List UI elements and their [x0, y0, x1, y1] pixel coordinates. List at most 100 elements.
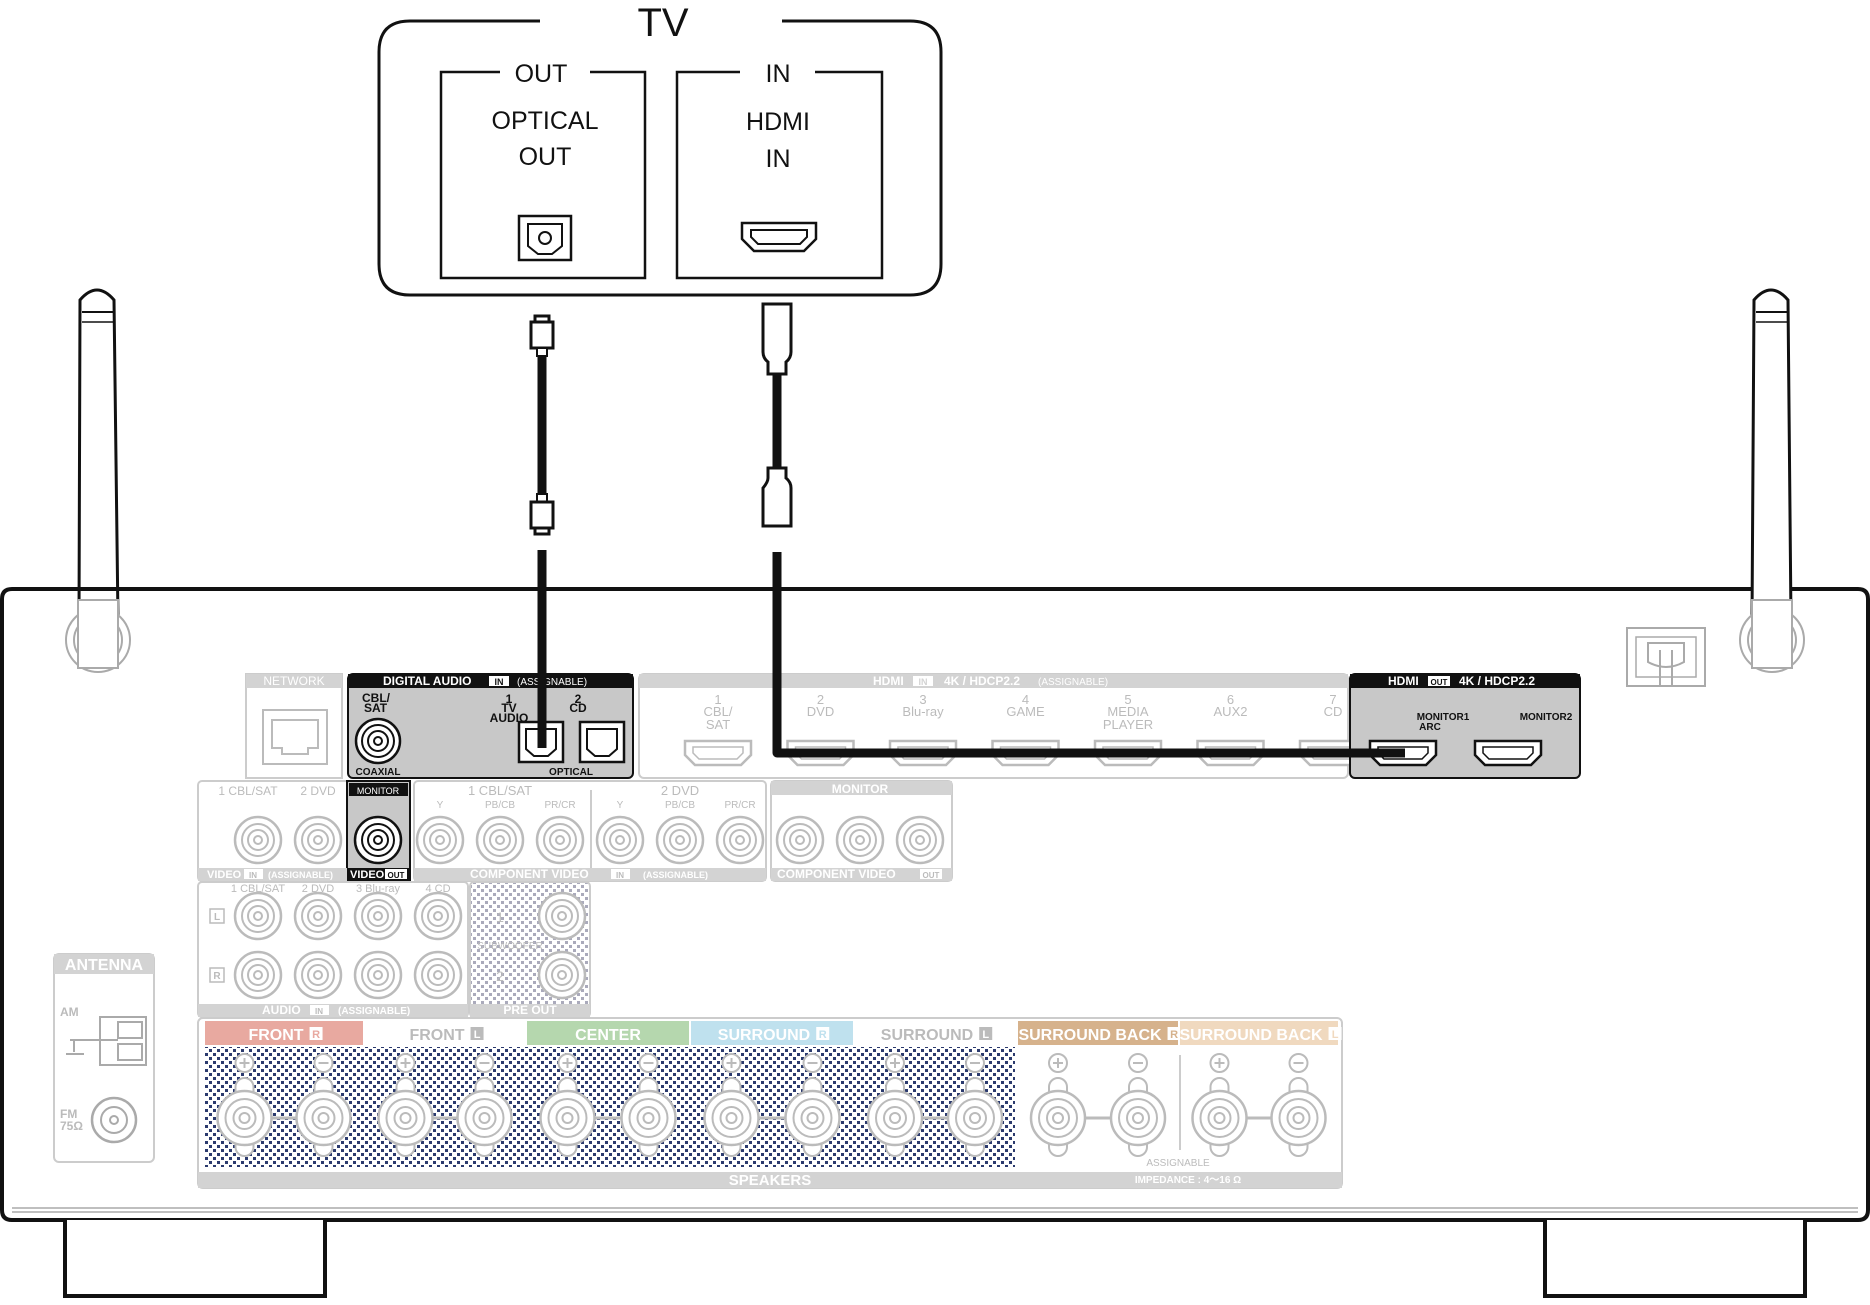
hdmi-in-7-label: CD: [1324, 704, 1343, 719]
front-l-minus-terminal[interactable]: [456, 1053, 513, 1157]
surround-back-l-minus-terminal[interactable]: [1270, 1053, 1327, 1157]
component-mon-pr-label: PR/CR: [904, 800, 935, 811]
component-monitor-pr-jack[interactable]: [895, 815, 945, 865]
surround-back-r-plus-terminal[interactable]: [1029, 1053, 1087, 1157]
subwoofer-1-jack[interactable]: [537, 891, 587, 941]
tv-in-group-label: IN: [766, 60, 791, 88]
speakers-section: SPEAKERS ASSIGNABLE IMPEDANCE : 4～16 Ω F…: [197, 1017, 1343, 1189]
digital-audio-badge: IN: [495, 677, 504, 687]
tv-unit: TV OUT OPTICAL OUT IN HDMI IN: [377, 1, 943, 297]
component-video-label: COMPONENT VIDEO: [470, 867, 589, 881]
hdmi-in-2-number: 2: [817, 692, 824, 707]
component-monitor-label: MONITOR: [832, 782, 889, 796]
digital-audio-title: DIGITAL AUDIO: [383, 674, 471, 688]
center-plus-terminal[interactable]: [539, 1053, 596, 1157]
hdmi-in-6-label: AUX2: [1214, 704, 1248, 719]
component-video-in-badge: IN: [616, 871, 624, 880]
audio-cd-r-jack[interactable]: [413, 950, 463, 1000]
coaxial-port[interactable]: [354, 717, 402, 765]
audio-cbl-l-jack[interactable]: [233, 891, 283, 941]
component-video-out-badge: OUT: [923, 871, 940, 880]
audio-bluray-l-jack[interactable]: [353, 891, 403, 941]
hdmi-in-4-number: 4: [1022, 692, 1029, 707]
surround-l-channel-badge: L: [982, 1029, 989, 1041]
digital-audio-section: DIGITAL AUDIO IN (ASSIGNABLE) CBL/ SAT 1…: [347, 673, 634, 779]
cd-num: 2: [575, 692, 582, 706]
audio-dvd-r-jack[interactable]: [293, 950, 343, 1000]
component-cbl-pr-jack[interactable]: [535, 815, 585, 865]
tv-audio-label: TV: [501, 701, 516, 715]
component-mon-y-label: Y: [797, 800, 804, 811]
component-video-out-label: COMPONENT VIDEO: [777, 867, 896, 881]
video-in-dvd-jack[interactable]: [293, 815, 343, 865]
fm-antenna-jack[interactable]: [90, 1096, 138, 1144]
power-inlet: [1626, 627, 1706, 687]
surround-back-l-channel-badge: L: [1332, 1029, 1339, 1041]
hdmi-in-1-label-2: SAT: [706, 717, 730, 732]
video-in-cbl-jack[interactable]: [233, 815, 283, 865]
hdmi-in-port-1[interactable]: [683, 739, 753, 767]
video-dvd-label: 2 DVD: [300, 784, 336, 798]
tv-hdmi-in-label-2: IN: [766, 145, 791, 173]
tv-optical-out-port[interactable]: [517, 214, 573, 262]
surround-r-plus-terminal[interactable]: [703, 1053, 760, 1157]
optical-tv-audio-port[interactable]: [517, 720, 565, 764]
component-dvd-label: 2 DVD: [661, 783, 699, 798]
surround-l-minus-terminal[interactable]: [946, 1053, 1004, 1157]
surround-l-plus-terminal[interactable]: [866, 1053, 924, 1157]
audio-cbl-r-jack[interactable]: [233, 950, 283, 1000]
component-cbl-pb-jack[interactable]: [475, 815, 525, 865]
component-cbl-pr-label: PR/CR: [544, 800, 575, 811]
hdmi-in-3-label: Blu-ray: [902, 704, 944, 719]
hdmi-in-2-label: DVD: [807, 704, 834, 719]
surround-back-r-minus-terminal[interactable]: [1109, 1053, 1167, 1157]
video-in-badge: IN: [249, 871, 257, 880]
component-monitor-y-jack[interactable]: [775, 815, 825, 865]
component-monitor-pb-jack[interactable]: [835, 815, 885, 865]
audio-bluray-r-jack[interactable]: [353, 950, 403, 1000]
component-dvd-pb-jack[interactable]: [655, 815, 705, 865]
surround-back-l-plus-terminal[interactable]: [1191, 1053, 1248, 1157]
component-dvd-pb-label: PB/CB: [665, 800, 695, 811]
am-antenna-terminal[interactable]: [66, 1016, 147, 1066]
cd-label: CD: [569, 701, 587, 715]
cbl-sat-label: CBL/: [362, 691, 391, 705]
hdmi-in-5-label-2: PLAYER: [1103, 717, 1153, 732]
hdmi-in-assignable: (ASSIGNABLE): [1038, 677, 1108, 688]
am-label: AM: [60, 1005, 79, 1019]
audio-dvd-l-jack[interactable]: [293, 891, 343, 941]
digital-audio-assignable: (ASSIGNABLE): [517, 677, 587, 688]
video-out-badge: OUT: [388, 871, 405, 880]
audio-in-badge: IN: [315, 1007, 323, 1016]
video-out-monitor-jack[interactable]: [353, 815, 403, 865]
front-r-minus-terminal[interactable]: [295, 1053, 352, 1157]
component-dvd-pr-label: PR/CR: [724, 800, 755, 811]
surround-r-minus-terminal[interactable]: [784, 1053, 841, 1157]
front-r-plus-terminal[interactable]: [216, 1053, 273, 1157]
arc-label: ARC: [1419, 722, 1441, 733]
monitor1-label: MONITOR1: [1417, 712, 1470, 723]
network-port[interactable]: [262, 709, 328, 765]
antenna-left: [65, 288, 131, 673]
center-header: CENTER: [575, 1027, 641, 1044]
component-cbl-y-jack[interactable]: [415, 815, 465, 865]
component-dvd-pr-jack[interactable]: [715, 815, 765, 865]
surround-back-l-header: SURROUND BACK: [1179, 1027, 1323, 1044]
optical-cd-port[interactable]: [578, 720, 626, 764]
hdmi-in-title: HDMI: [873, 674, 904, 688]
video-assignable: (ASSIGNABLE): [268, 870, 333, 880]
antenna-right: [1739, 288, 1805, 673]
speakers-impedance: IMPEDANCE : 4～16 Ω: [1135, 1175, 1241, 1186]
audio-assignable: (ASSIGNABLE): [338, 1006, 410, 1017]
hdmi-out-monitor2-port[interactable]: [1473, 739, 1543, 767]
surround-back-r-header: SURROUND BACK: [1018, 1027, 1162, 1044]
audio-cd-l-jack[interactable]: [413, 891, 463, 941]
tv-hdmi-in-port[interactable]: [740, 221, 818, 253]
surround-r-header: SURROUND: [718, 1027, 810, 1044]
center-minus-terminal[interactable]: [620, 1053, 677, 1157]
tv-title: TV: [637, 1, 688, 45]
front-l-plus-terminal[interactable]: [377, 1053, 434, 1157]
component-dvd-y-jack[interactable]: [595, 815, 645, 865]
component-video-assignable: (ASSIGNABLE): [643, 870, 708, 880]
subwoofer-2-jack[interactable]: [537, 950, 587, 1000]
